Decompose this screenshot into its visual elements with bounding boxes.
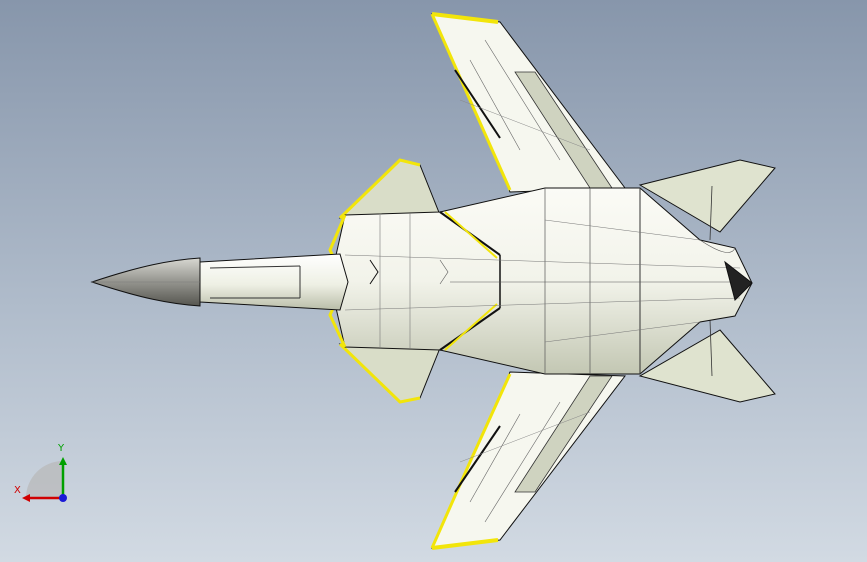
upper-wing xyxy=(430,12,626,193)
lower-tail xyxy=(638,319,776,403)
upper-tail xyxy=(638,159,776,241)
lower-canard xyxy=(338,342,441,404)
fuselage xyxy=(328,187,753,375)
x-axis-label: X xyxy=(14,485,21,496)
upper-canard xyxy=(338,158,441,220)
nose-cone xyxy=(90,257,201,307)
reference-triad xyxy=(22,457,67,502)
y-axis-label: Y xyxy=(58,443,65,454)
lower-wing xyxy=(430,371,626,550)
